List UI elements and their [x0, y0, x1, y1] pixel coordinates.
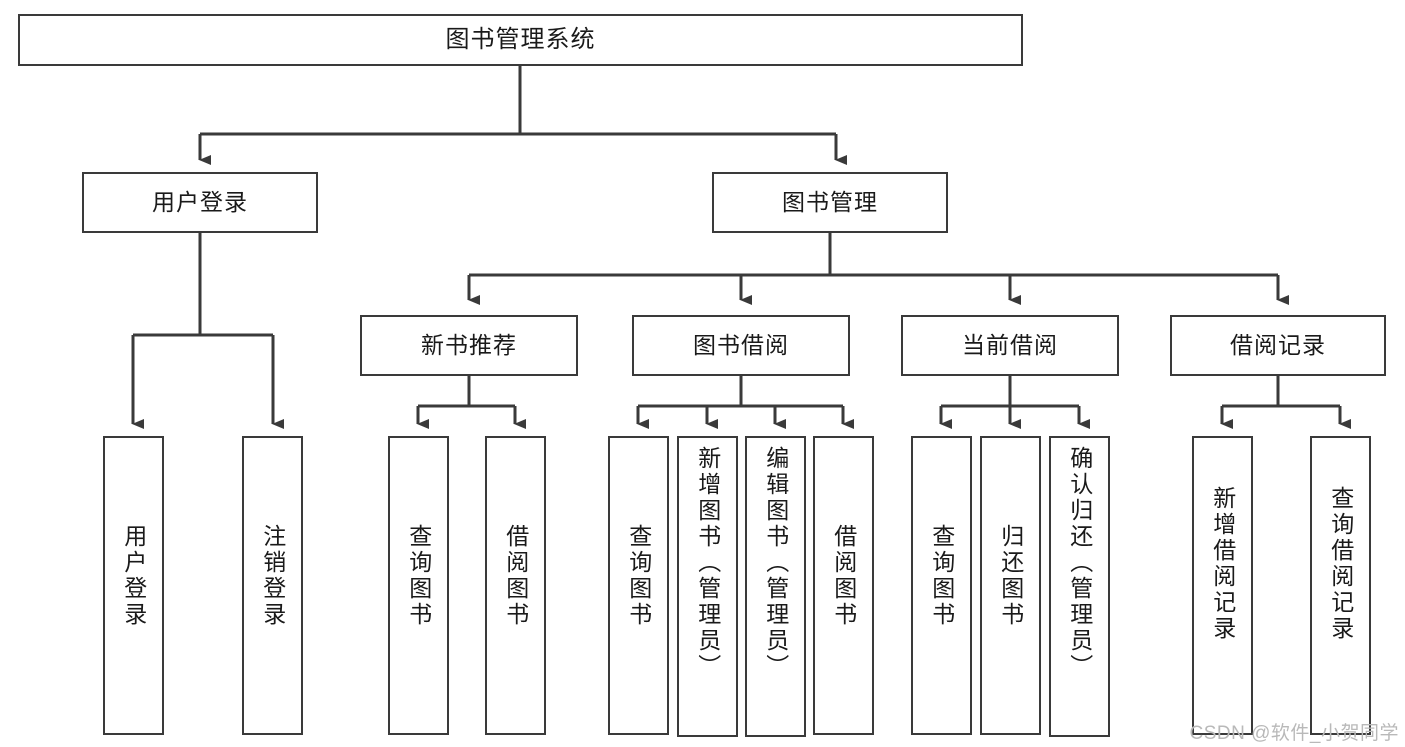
leaf-label: 编辑图书（管理员）	[762, 446, 789, 680]
leaf-user-login[interactable]: 用户登录	[103, 436, 164, 735]
leaf-label: 查询图书	[928, 524, 955, 628]
leaf-label: 注销登录	[259, 524, 286, 628]
watermark: CSDN @软件_小贺同学	[1189, 723, 1399, 744]
leaf-label: 新增借阅记录	[1209, 486, 1236, 642]
leaf-label: 查询借阅记录	[1327, 486, 1354, 642]
leaf-label: 用户登录	[120, 524, 147, 628]
leaf-edit-book[interactable]: 编辑图书（管理员）	[745, 436, 806, 737]
leaf-label: 查询图书	[625, 524, 652, 628]
node-new-book-recommend[interactable]: 新书推荐	[360, 315, 578, 376]
leaf-return-book[interactable]: 归还图书	[980, 436, 1041, 735]
leaf-label: 新增图书（管理员）	[694, 446, 721, 680]
node-user-login[interactable]: 用户登录	[82, 172, 318, 233]
leaf-query-book-2[interactable]: 查询图书	[608, 436, 669, 735]
leaf-label: 查询图书	[405, 524, 432, 628]
leaf-borrow-book-2[interactable]: 借阅图书	[813, 436, 874, 735]
leaf-label: 借阅图书	[502, 524, 529, 628]
node-book-borrow[interactable]: 图书借阅	[632, 315, 850, 376]
leaf-borrow-book-1[interactable]: 借阅图书	[485, 436, 546, 735]
node-borrow-record[interactable]: 借阅记录	[1170, 315, 1386, 376]
leaf-query-book-1[interactable]: 查询图书	[388, 436, 449, 735]
leaf-label: 归还图书	[997, 524, 1024, 628]
node-book-manage[interactable]: 图书管理	[712, 172, 948, 233]
leaf-label: 借阅图书	[830, 524, 857, 628]
leaf-confirm-return[interactable]: 确认归还（管理员）	[1049, 436, 1110, 737]
leaf-user-logout[interactable]: 注销登录	[242, 436, 303, 735]
leaf-query-book-3[interactable]: 查询图书	[911, 436, 972, 735]
leaf-query-record[interactable]: 查询借阅记录	[1310, 436, 1371, 735]
leaf-add-record[interactable]: 新增借阅记录	[1192, 436, 1253, 735]
node-root[interactable]: 图书管理系统	[18, 14, 1023, 66]
node-current-borrow[interactable]: 当前借阅	[901, 315, 1119, 376]
leaf-label: 确认归还（管理员）	[1066, 446, 1093, 680]
leaf-add-book[interactable]: 新增图书（管理员）	[677, 436, 738, 737]
